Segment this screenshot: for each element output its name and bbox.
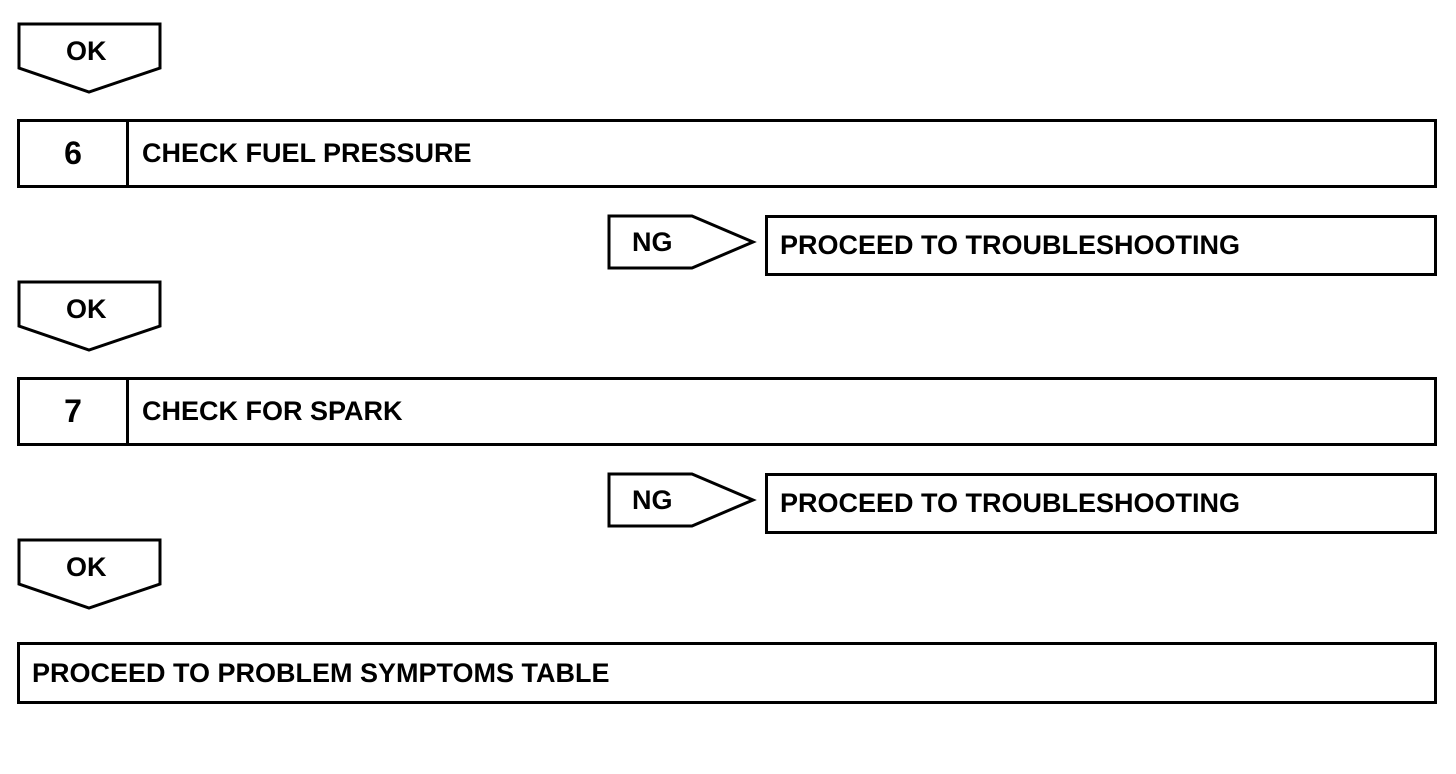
step-title: CHECK FOR SPARK: [142, 396, 403, 426]
ng-arrow-shape: [607, 472, 757, 528]
ng-arrow-2: NG: [0, 0, 757, 528]
ok-label: OK: [66, 552, 107, 582]
ok-arrow-shape: [17, 22, 162, 94]
ng-result-box-1: PROCEED TO TROUBLESHOOTING: [765, 215, 1437, 276]
final-result-box: PROCEED TO PROBLEM SYMPTOMS TABLE: [17, 642, 1437, 704]
ok-label: OK: [66, 294, 107, 324]
step-title: CHECK FUEL PRESSURE: [142, 138, 472, 168]
step-7-box: 7 CHECK FOR SPARK: [17, 377, 1437, 446]
ng-arrow-shape: [607, 214, 757, 270]
ng-label: NG: [632, 485, 673, 515]
ok-arrow-shape: [17, 538, 162, 610]
ok-arrow-3: OK: [0, 0, 162, 610]
step-6-box: 6 CHECK FUEL PRESSURE: [17, 119, 1437, 188]
ok-label: OK: [66, 36, 107, 66]
ng-arrow-1: NG: [0, 0, 757, 270]
ng-label: NG: [632, 227, 673, 257]
step-number: 6: [20, 122, 129, 185]
ok-arrow-2: OK: [0, 0, 162, 352]
step-number: 7: [20, 380, 129, 443]
ok-arrow-shape: [17, 280, 162, 352]
ok-arrow-1: OK: [0, 0, 162, 94]
ng-result-box-2: PROCEED TO TROUBLESHOOTING: [765, 473, 1437, 534]
